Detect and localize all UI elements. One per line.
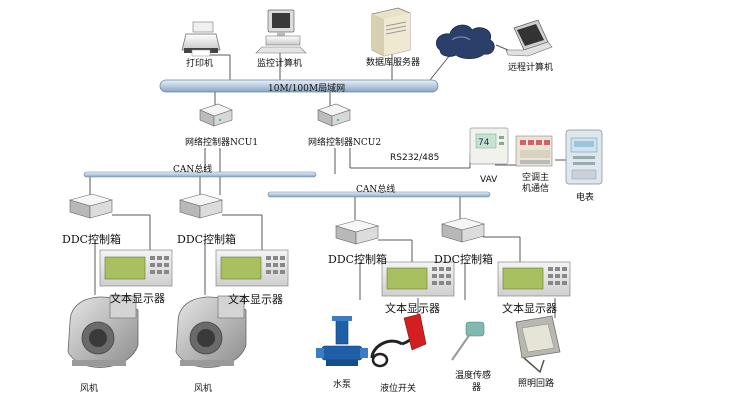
printer-label: 打印机 [186, 59, 214, 69]
ddc-box-4-icon [440, 217, 486, 243]
lan-label: 10M/100M局域网 [268, 84, 346, 94]
monitor-computer-label: 监控计算机 [257, 59, 303, 69]
ddc-box-3-icon [334, 219, 380, 245]
meter-label: 电表 [576, 193, 595, 203]
ncu1-device-icon [199, 103, 233, 127]
vav-label: VAV [480, 175, 498, 185]
ddc-box-1-icon [68, 193, 114, 219]
level-switch-icon [370, 313, 427, 368]
text-display-3-label: 文本显示器 [385, 302, 440, 315]
fan-2-icon [175, 295, 247, 368]
can-bus-2 [267, 191, 491, 198]
fan-1-icon [67, 295, 139, 368]
rs232-label: RS232/485 [390, 153, 440, 163]
internet-cloud-icon [436, 24, 495, 60]
level-switch-label: 液位开关 [380, 384, 417, 394]
fan-1-label: 风机 [80, 384, 99, 394]
text-display-4-icon [497, 261, 571, 297]
text-display-2-icon [215, 249, 289, 287]
ac-host-label-line2: 机通信 [522, 184, 550, 194]
ncu2-label: 网络控制器NCU2 [308, 138, 382, 148]
monitor-computer-icon [255, 9, 307, 54]
text-display-1-label: 文本显示器 [110, 292, 165, 305]
database-server-label: 数据库服务器 [366, 58, 421, 68]
ddc-3-label: DDC控制箱 [328, 253, 388, 266]
lan-bus [159, 79, 439, 93]
svg-text:74: 74 [478, 138, 490, 148]
text-display-1-icon [99, 249, 173, 287]
water-pump-label: 水泵 [333, 380, 352, 390]
ddc-box-2-icon [178, 193, 224, 219]
printer-icon [181, 21, 221, 57]
temp-sensor-label-line2: 器 [472, 383, 482, 393]
ncu2-device-icon [317, 103, 351, 127]
ncu1-label: 网络控制器NCU1 [185, 138, 259, 148]
text-display-3-icon [381, 261, 455, 297]
remote-computer-label: 远程计算机 [508, 63, 554, 73]
text-display-4-label: 文本显示器 [502, 302, 557, 315]
fan-2-label: 风机 [194, 384, 213, 394]
temperature-sensor-icon [451, 321, 485, 361]
ac-host-label-line1: 空调主 [522, 173, 550, 183]
electric-meter-icon [565, 129, 603, 185]
temp-sensor-label-line1: 温度传感 [455, 371, 492, 381]
lighting-label: 照明回路 [518, 379, 555, 389]
can-bus-2-label: CAN总线 [356, 185, 396, 195]
ddc-2-label: DDC控制箱 [177, 233, 237, 246]
water-pump-icon [316, 316, 368, 366]
ddc-4-label: DDC控制箱 [434, 253, 494, 266]
remote-laptop-icon [495, 19, 553, 57]
can-bus-1-label: CAN总线 [173, 165, 213, 175]
database-server-icon [371, 7, 411, 57]
ddc-1-label: DDC控制箱 [62, 233, 122, 246]
ac-host-module-icon [515, 135, 553, 167]
vav-controller-icon: 74 [469, 127, 509, 165]
can-bus-1 [83, 171, 317, 178]
text-display-2-label: 文本显示器 [228, 293, 283, 306]
lighting-fixture-icon [515, 315, 561, 374]
